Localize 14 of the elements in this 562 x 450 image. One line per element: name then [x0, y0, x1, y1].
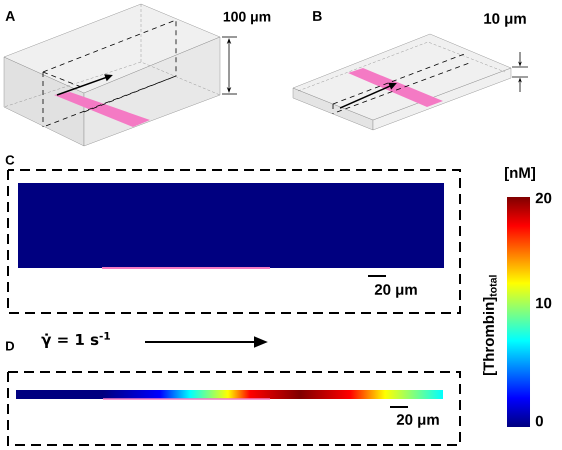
scale-bar-label: 20 μm — [374, 284, 417, 298]
scale-bar-label: 20 μm — [396, 414, 439, 428]
panel-letter: A — [6, 11, 15, 21]
dimension-label: 100 μm — [224, 12, 270, 24]
panel-letter: D — [6, 342, 14, 350]
panel-letter: C — [6, 155, 14, 165]
colorbar-label: [Thrombin]$_{total}$ — [483, 275, 497, 376]
tick-label: 20 — [536, 192, 552, 204]
dimension-label: 10 μm — [484, 13, 526, 27]
shear-rate-label: γ̇ = 1 s$^{-1}$ — [41, 332, 110, 348]
tick-label: 10 — [536, 298, 552, 308]
colorbar-unit: [nM] — [505, 167, 535, 181]
panel-letter: B — [313, 11, 322, 21]
tick-label: 0 — [536, 416, 543, 426]
